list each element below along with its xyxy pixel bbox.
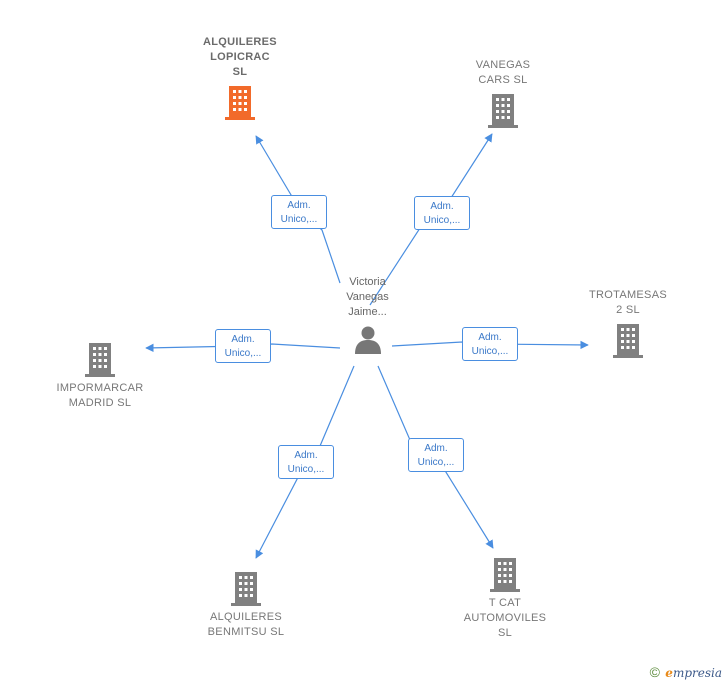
company-trotamesas[interactable]: TROTAMESAS 2 SL xyxy=(578,288,678,362)
company-tcat[interactable]: T CAT AUTOMOVILES SL xyxy=(455,552,555,641)
role-box-vanegas-cars[interactable]: Adm. Unico,... xyxy=(414,196,470,230)
brand-logo[interactable]: © empresia xyxy=(650,664,722,680)
building-icon xyxy=(225,86,255,120)
company-impormarcar[interactable]: IMPORMARCAR MADRID SL xyxy=(50,337,150,411)
company-name: IMPORMARCAR MADRID SL xyxy=(56,382,144,409)
building-icon xyxy=(488,94,518,128)
copyright-symbol: © xyxy=(649,664,660,680)
company-name: TROTAMESAS 2 SL xyxy=(589,289,667,316)
role-box-alquileres-benmitsu[interactable]: Adm. Unico,... xyxy=(278,445,334,479)
company-vanegas-cars[interactable]: VANEGAS CARS SL xyxy=(458,58,548,132)
brand-rest: mpresia xyxy=(672,666,722,680)
building-icon xyxy=(490,558,520,592)
company-name: VANEGAS CARS SL xyxy=(475,59,531,86)
role-box-trotamesas[interactable]: Adm. Unico,... xyxy=(462,327,518,361)
building-icon xyxy=(85,343,115,377)
company-name: T CAT AUTOMOVILES SL xyxy=(463,597,547,639)
building-icon xyxy=(613,324,643,358)
person-icon xyxy=(354,326,381,354)
company-alquileres-benmitsu[interactable]: ALQUILERES BENMITSU SL xyxy=(196,566,296,640)
company-alquileres-lopicrac[interactable]: ALQUILERES LOPICRAC SL xyxy=(190,35,290,124)
role-box-impormarcar[interactable]: Adm. Unico,... xyxy=(215,329,271,363)
brand-first-letter: e xyxy=(665,666,673,680)
building-icon xyxy=(231,572,261,606)
company-name: ALQUILERES BENMITSU SL xyxy=(207,611,285,638)
company-name: ALQUILERES LOPICRAC SL xyxy=(203,36,277,78)
role-box-alquileres-lopicrac[interactable]: Adm. Unico,... xyxy=(271,195,327,229)
center-person[interactable]: Victoria Vanegas Jaime... xyxy=(325,275,410,354)
person-name: Victoria Vanegas Jaime... xyxy=(346,276,389,318)
role-box-tcat[interactable]: Adm. Unico,... xyxy=(408,438,464,472)
brand-name: empresia xyxy=(665,666,722,680)
